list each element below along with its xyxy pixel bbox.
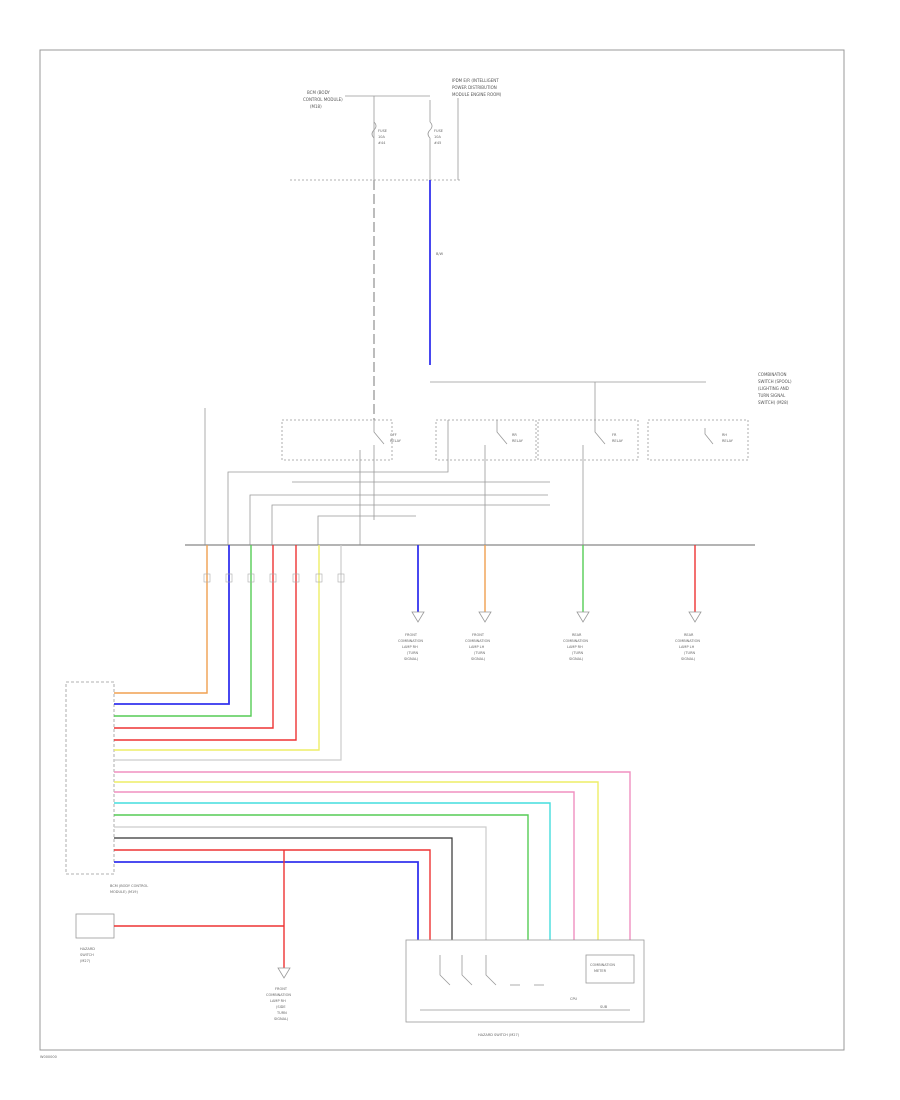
wire-red-4 xyxy=(114,545,274,729)
ipdm-label-line-1: IPDM E/R (INTELLIGENT xyxy=(452,78,499,83)
wire-green-5 xyxy=(114,814,529,940)
module-label-2: METER xyxy=(594,969,607,973)
wire-yellow-6 xyxy=(114,545,320,751)
ground-icon xyxy=(411,611,425,623)
ground-2-label-2: COMBINATION xyxy=(465,639,490,643)
wire-label-top: B/W xyxy=(436,252,444,256)
relay-1-label-1: OFF xyxy=(390,433,397,437)
upper-harness xyxy=(114,545,342,761)
side-ground-label-2: COMBINATION xyxy=(266,993,291,997)
fuse-a-label-2: 10A xyxy=(378,135,385,139)
wire-lightgray-7 xyxy=(114,545,342,761)
side-ground-label-6: SIGNAL) xyxy=(274,1017,289,1021)
wire-pink-1 xyxy=(114,771,631,940)
wire-red-5 xyxy=(114,545,297,741)
ground-1-label-5: SIGNAL) xyxy=(404,657,419,661)
ground-4-label-1: REAR xyxy=(684,633,694,637)
fuse-block: BCM (BODY CONTROL MODULE) (M18) IPDM E/R… xyxy=(290,78,502,181)
relay-4-label-2: RELAY xyxy=(722,439,734,443)
relay-group-label-4: TURN SIGNAL xyxy=(757,393,786,398)
relay-3-label-1: FR xyxy=(612,433,617,437)
side-ground-label-3: LAMP RH xyxy=(270,999,286,1003)
ground-1-label-4: (TURN xyxy=(407,651,418,655)
relay-harness xyxy=(227,420,584,545)
bottom-module: COMBINATION METER CPU SUB xyxy=(405,939,645,1023)
connector-pins xyxy=(203,573,345,583)
ground-2-label-4: (TURN xyxy=(474,651,485,655)
ground-icon xyxy=(478,611,492,623)
ground-3-label-2: COMBINATION xyxy=(563,639,588,643)
relay-group-label-1: COMBINATION xyxy=(758,372,787,377)
hazard-label-1: HAZARD xyxy=(80,947,95,951)
ipdm-label-line-3: MODULE ENGINE ROOM) xyxy=(452,92,502,97)
relay-4-label-1: RH xyxy=(722,433,727,437)
relay-group-label-2: SWITCH (SPOOL) xyxy=(758,379,792,384)
ground-2-label-1: FRONT xyxy=(472,633,485,637)
wire-pink-3 xyxy=(114,791,575,940)
ground-1-label-3: LAMP RH xyxy=(402,645,418,649)
ipdm-label-line-2: POWER DISTRIBUTION xyxy=(452,85,497,90)
wire-blue-9 xyxy=(114,861,419,940)
ground-1-label-2: COMBINATION xyxy=(398,639,423,643)
relay-3-label-2: RELAY xyxy=(612,439,624,443)
wire-blue-2 xyxy=(114,545,230,705)
side-ground-label-5: TURN xyxy=(276,1011,287,1015)
fuse-block-label-line-3: (M18) xyxy=(310,104,322,109)
ground-icon xyxy=(688,611,702,623)
control-unit xyxy=(65,681,115,875)
module-sub-1: CPU xyxy=(570,997,578,1001)
ground-icon xyxy=(277,967,291,979)
wire-cyan-4 xyxy=(114,802,551,940)
ground-2-label-3: LAMP LH xyxy=(469,645,485,649)
diagram-frame xyxy=(39,49,845,1051)
ground-labels: FRONT COMBINATION LAMP RH (TURN SIGNAL) … xyxy=(398,633,700,661)
ground-icon xyxy=(576,611,590,623)
relay-2-label-2: RELAY xyxy=(512,439,524,443)
fuse-a-label-1: FUSE xyxy=(378,129,387,133)
ground-4-label-3: LAMP LH xyxy=(679,645,695,649)
module-label-1: COMBINATION xyxy=(590,963,615,967)
ground-3-label-1: REAR xyxy=(572,633,582,637)
side-ground-label-1: FRONT xyxy=(275,987,288,991)
relay-group-label-3: (LIGHTING AND xyxy=(758,386,789,391)
relay-group-label-5: SWITCH) (M28) xyxy=(758,400,789,405)
ground-3-label-4: (TURN xyxy=(572,651,583,655)
lower-harness xyxy=(114,771,631,940)
wire-green-3 xyxy=(114,545,252,717)
wire-red-8 xyxy=(114,849,431,940)
ground-2-label-5: SIGNAL) xyxy=(471,657,486,661)
ground-branches xyxy=(411,545,702,623)
hazard-switch xyxy=(75,913,115,939)
wire-lightgray-6 xyxy=(114,826,487,940)
side-ground-label-4: (SIDE xyxy=(276,1005,286,1009)
fuse-block-label-line-2: CONTROL MODULE) xyxy=(303,97,343,102)
ground-4-label-5: SIGNAL) xyxy=(681,657,696,661)
fuse-a-label-3: #44 xyxy=(378,141,386,145)
control-unit-label-1: BCM (BODY CONTROL xyxy=(110,884,148,888)
ground-4-label-4: (TURN xyxy=(684,651,695,655)
wire-black-7 xyxy=(114,837,453,940)
hazard-label-2: SWITCH xyxy=(80,953,94,957)
ground-4-label-2: COMBINATION xyxy=(675,639,700,643)
fuse-b-label-3: #45 xyxy=(434,141,441,145)
bottom-box-label: HAZARD SWITCH (M27) xyxy=(478,1033,520,1037)
footer-code: W000000 xyxy=(40,1055,57,1059)
fuse-block-label-line-1: BCM (BODY xyxy=(307,90,330,95)
fuse-b-label-1: FUSE xyxy=(434,129,443,133)
control-unit-label-2: MODULE) (M19) xyxy=(110,890,139,894)
relay-2-label-1: RR xyxy=(512,433,517,437)
module-sub-2: SUB xyxy=(600,1005,608,1009)
relay-1-label-2: RELAY xyxy=(390,439,402,443)
fuse-b-label-2: 10A xyxy=(434,135,441,139)
hazard-label-3: (M27) xyxy=(80,959,91,963)
ground-3-label-5: SIGNAL) xyxy=(569,657,584,661)
relay-group: OFF RELAY RR RELAY FR RELAY RH RELAY COM… xyxy=(204,372,792,545)
wire-yellow-2 xyxy=(114,781,599,940)
ground-1-label-1: FRONT xyxy=(405,633,418,637)
wire-orange-1 xyxy=(114,545,208,694)
ground-3-label-3: LAMP RH xyxy=(567,645,583,649)
